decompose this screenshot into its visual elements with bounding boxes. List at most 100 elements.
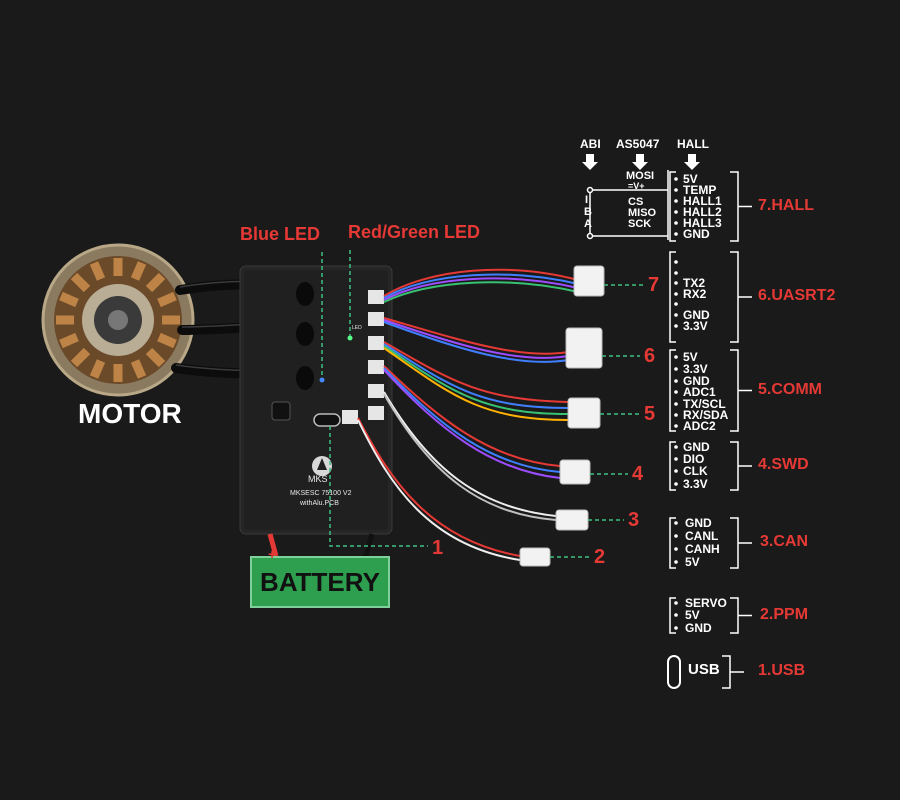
pin-label-ppm-2: GND — [685, 621, 712, 635]
pin-dot-comm-6 — [674, 424, 678, 428]
pin-label-swd-3: 3.3V — [683, 477, 708, 491]
as5047-pin-sck: SCK — [628, 218, 652, 230]
connector-number-7: 7 — [648, 274, 660, 296]
pin-label-can-1: CANL — [685, 529, 719, 543]
pin-label-uart-2: GND — [683, 308, 710, 322]
pin-label-comm-4: TX/SCL — [683, 397, 726, 411]
pin-dot-can-3 — [674, 560, 678, 564]
pin-dot-uart-0 — [674, 260, 678, 264]
group-label-comm: 5.COMM — [758, 380, 822, 398]
connector-7-plug — [573, 265, 605, 297]
connector-number-1: 1 — [432, 537, 444, 559]
pin-label-swd-1: DIO — [683, 452, 705, 466]
pin-label-ppm-0: SERVO — [685, 596, 727, 610]
board-brand: MKS — [308, 474, 328, 484]
connector-number-2: 2 — [594, 546, 606, 568]
pin-dot-ppm-2 — [674, 626, 678, 630]
pin-label-hall-0: 5V — [683, 172, 698, 186]
pin-label-uart-3: 3.3V — [683, 319, 708, 333]
connector-4-plug — [559, 459, 591, 485]
pin-label-comm-3: ADC1 — [683, 385, 716, 399]
pin-label-uart-0: TX2 — [683, 276, 706, 290]
pin-frame-comm — [669, 349, 676, 432]
pin-label-uart-1: RX2 — [683, 287, 707, 301]
usb-c-icon — [667, 655, 681, 689]
pin-dot-ppm-0 — [674, 601, 678, 605]
connector-number-4: 4 — [632, 463, 644, 485]
leader-lines — [321, 250, 644, 558]
connector-number-5: 5 — [644, 403, 656, 425]
pin-dot-hall-0 — [674, 177, 678, 181]
pin-label-comm-1: 3.3V — [683, 362, 708, 376]
bracket-can — [730, 517, 752, 569]
pin-dot-swd-3 — [674, 482, 678, 486]
pin-dot-uart-4 — [674, 302, 678, 306]
pin-dot-uart-2 — [674, 281, 678, 285]
pin-dot-comm-1 — [674, 367, 678, 371]
pin-dot-comm-4 — [674, 402, 678, 406]
pin-dot-hall-4 — [674, 221, 678, 225]
pin-label-hall-2: HALL1 — [683, 194, 722, 208]
connector-number-3: 3 — [628, 509, 640, 531]
board-model: MKSESC 75100 V2 — [290, 490, 352, 497]
connector-6-plug — [565, 327, 603, 369]
bracket-swd — [730, 441, 752, 491]
as5047-pin-mosi: MOSI — [626, 170, 655, 182]
pin-dot-comm-0 — [674, 355, 678, 359]
bracket-hall — [730, 171, 752, 242]
group-label-usb: 1.USB — [758, 662, 806, 679]
pin-dot-uart-5 — [674, 313, 678, 317]
pin-dot-uart-6 — [674, 324, 678, 328]
pin-groups — [669, 171, 752, 689]
battery-label: BATTERY — [260, 566, 380, 597]
pin-dot-comm-5 — [674, 413, 678, 417]
as5047-pin-cs: CS — [628, 196, 644, 208]
pin-dot-ppm-1 — [674, 613, 678, 617]
pin-label-hall-5: GND — [683, 227, 710, 241]
connector-3-plug — [555, 509, 589, 531]
pin-dot-hall-5 — [674, 232, 678, 236]
motor-stator — [41, 243, 195, 397]
hall-header: HALL — [677, 137, 709, 151]
signal-wire-bundles — [357, 268, 579, 561]
bracket-comm — [730, 349, 752, 432]
battery-plus: + — [268, 546, 277, 562]
pin-frame-uart — [669, 251, 676, 343]
pin-label-can-2: CANH — [685, 542, 720, 556]
pin-label-hall-1: TEMP — [683, 183, 717, 197]
pin-label-can-3: 5V — [685, 555, 700, 569]
pin-dot-swd-1 — [674, 457, 678, 461]
abi-header: ABI — [580, 137, 601, 151]
pin-dot-swd-0 — [674, 445, 678, 449]
bracket-uart — [730, 251, 752, 343]
as5047-header: AS5047 — [616, 137, 660, 151]
pin-label-hall-4: HALL3 — [683, 216, 722, 230]
bracket-usb — [722, 655, 744, 689]
pin-label-ppm-1: 5V — [685, 608, 700, 622]
motor-label: MOTOR — [78, 398, 182, 429]
pin-label-swd-2: CLK — [683, 464, 708, 478]
pin-frame-swd — [669, 441, 676, 491]
pin-dot-uart-1 — [674, 271, 678, 275]
pin-dot-swd-2 — [674, 469, 678, 473]
pin-dot-uart-3 — [674, 292, 678, 296]
pin-dot-can-0 — [674, 521, 678, 525]
group-label-hall: 7.HALL — [758, 196, 814, 214]
connector-number-6: 6 — [644, 345, 656, 367]
pin-dot-hall-3 — [674, 210, 678, 214]
pin-dot-comm-3 — [674, 390, 678, 394]
connector-2-plug — [519, 547, 551, 567]
board-led-mark: LED — [352, 325, 362, 331]
pin-label-comm-0: 5V — [683, 350, 698, 364]
pin-dot-can-1 — [674, 534, 678, 538]
group-label-can: 3.CAN — [760, 533, 809, 550]
battery-minus: - — [362, 546, 367, 562]
bracket-ppm — [730, 597, 752, 634]
pin-label-usb-0: USB — [688, 661, 720, 678]
abi-pin-a: A — [584, 218, 592, 230]
pin-dot-can-2 — [674, 547, 678, 551]
group-label-swd: 4.SWD — [758, 456, 809, 473]
header-arrows — [582, 154, 700, 170]
pin-label-can-0: GND — [685, 516, 712, 530]
pin-label-comm-5: RX/SDA — [683, 408, 729, 422]
